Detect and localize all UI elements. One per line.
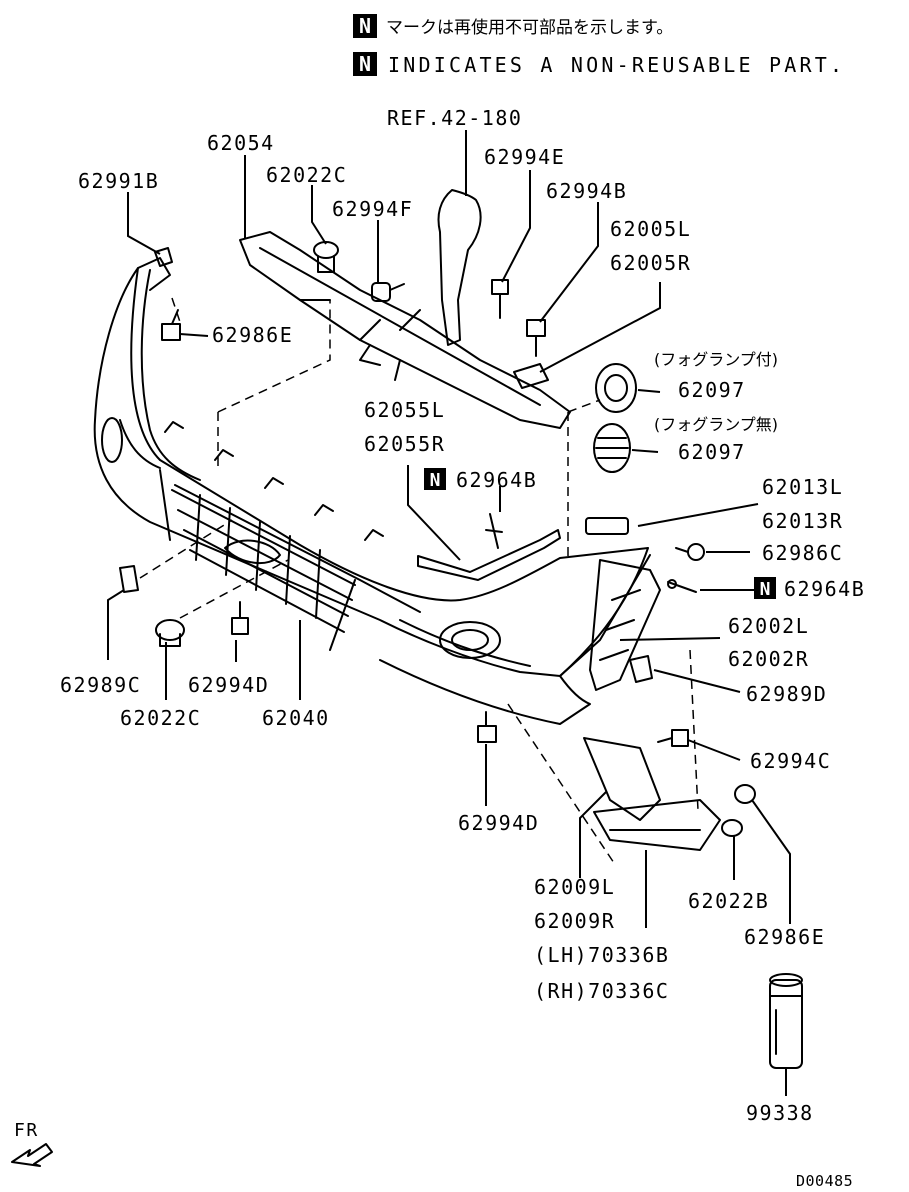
legend-jp-text: マークは再使用不可部品を示します。 — [386, 17, 673, 38]
badge-letter: N — [359, 14, 371, 38]
legend-en-text: INDICATES A NON-REUSABLE PART. — [388, 53, 845, 77]
badge-letter: N — [430, 470, 441, 491]
leader-lines — [107, 130, 791, 1096]
label-62994d-left: 62994D — [188, 673, 269, 697]
badge-letter: N — [760, 579, 771, 600]
line-art — [11, 189, 803, 1167]
clip-62989c — [119, 565, 139, 593]
clip-62022b — [721, 819, 743, 837]
non-reusable-badge-62964b-right — [754, 577, 776, 599]
side-bracket-62013 — [585, 517, 629, 535]
fog-cover-without-lamp — [593, 423, 631, 473]
fastener-62994f — [371, 282, 405, 302]
label-62055l: 62055L — [364, 398, 445, 422]
label-62009l: 62009L — [534, 875, 615, 899]
badges: N N — [424, 468, 776, 600]
legend: N マークは再使用不可部品を示します。 N INDICATES A NON-RE… — [353, 14, 845, 77]
label-62994f: 62994F — [332, 197, 413, 221]
label-62964b-right: 62964B — [784, 577, 865, 601]
bolt-62994c — [657, 729, 689, 747]
label-62986e-right: 62986E — [744, 925, 825, 949]
label-fog-without-lamp: (フォグランプ無) — [654, 415, 778, 434]
label-62002l: 62002L — [728, 614, 809, 638]
label-62986c: 62986C — [762, 541, 843, 565]
non-reusable-badge — [353, 52, 377, 76]
clip-62989d — [629, 655, 653, 683]
clip-62005 — [513, 363, 549, 389]
label-62013r: 62013R — [762, 509, 843, 533]
front-arrow — [11, 1143, 53, 1167]
clip-62964b-right — [667, 579, 697, 593]
bolt-62994d-bottom — [477, 711, 497, 743]
label-62054: 62054 — [207, 131, 275, 155]
label-62022c-bottom: 62022C — [120, 706, 201, 730]
fastener-62994b — [526, 319, 546, 357]
label-62994b: 62994B — [546, 179, 627, 203]
label-62994e: 62994E — [484, 145, 565, 169]
lower-bracket-62009 — [583, 737, 721, 851]
label-70336b: (LH)70336B — [534, 943, 669, 967]
bumper-cover — [93, 257, 651, 725]
dashed-reference-lines — [139, 297, 699, 867]
label-62009r: 62009R — [534, 909, 615, 933]
label-62022b: 62022B — [688, 889, 769, 913]
label-62040: 62040 — [262, 706, 330, 730]
label-62964b-top: 62964B — [456, 468, 537, 492]
label-62005r: 62005R — [610, 251, 691, 275]
part-labels: REF.42-180 62054 62994E 62022C 62991B 62… — [14, 106, 865, 1190]
clip-62986e-right — [734, 784, 756, 804]
label-99338: 99338 — [746, 1101, 814, 1125]
fog-cover-with-lamp — [595, 363, 637, 413]
label-62989d: 62989D — [746, 682, 827, 706]
label-62055r: 62055R — [364, 432, 445, 456]
label-62097-with: 62097 — [678, 378, 746, 402]
non-reusable-badge — [353, 14, 377, 38]
ref-bracket — [437, 189, 482, 346]
label-62022c-top: 62022C — [266, 163, 347, 187]
label-62994d-bottom: 62994D — [458, 811, 539, 835]
upper-support — [239, 231, 571, 429]
label-62013l: 62013L — [762, 475, 843, 499]
label-ref-42-180: REF.42-180 — [387, 106, 522, 130]
label-70336c: (RH)70336C — [534, 979, 669, 1003]
label-fr: FR — [14, 1120, 39, 1141]
label-62986e-left: 62986E — [212, 323, 293, 347]
clip-62986c — [675, 543, 705, 561]
reinforcement-62055 — [417, 529, 561, 581]
non-reusable-badge-62964b-top — [424, 468, 446, 490]
clip-62964b-top — [485, 513, 503, 549]
fastener-62991b — [154, 247, 173, 267]
label-fog-with-lamp: (フォグランプ付) — [654, 350, 778, 369]
badge-letter: N — [359, 52, 371, 76]
fastener-62022c-top — [313, 241, 339, 273]
touch-up-paint — [769, 973, 803, 1069]
fastener-62994e — [491, 279, 509, 319]
side-spacer-62002 — [589, 559, 661, 691]
diagram-code: D00485 — [796, 1172, 853, 1187]
label-62994c: 62994C — [750, 749, 831, 773]
label-62002r: 62002R — [728, 647, 809, 671]
label-62005l: 62005L — [610, 217, 691, 241]
label-62991b: 62991B — [78, 169, 159, 193]
bolt-62994d-left — [231, 601, 249, 635]
label-62989c: 62989C — [60, 673, 141, 697]
clip-62022c-bottom — [155, 619, 185, 647]
label-62097-without: 62097 — [678, 440, 746, 464]
